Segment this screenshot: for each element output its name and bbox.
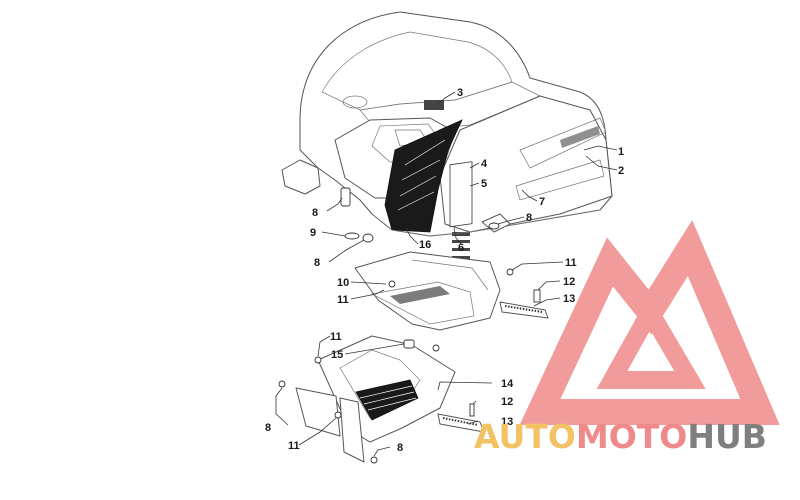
callout-8-a: 8 [312,207,318,219]
watermark-logo [519,219,780,425]
callout-6: 6 [458,242,464,254]
callout-11-c: 11 [330,331,342,343]
callout-3: 3 [457,87,463,99]
callout-8-e: 8 [397,442,403,454]
callout-9: 9 [310,227,316,239]
callout-16: 16 [419,239,431,251]
callout-11-b: 11 [337,294,349,306]
watermark-auto: AUTO [474,417,576,456]
callout-8-b: 8 [526,212,532,224]
leader-lines [275,91,618,457]
callout-13-a: 13 [563,293,575,305]
callout-11-d: 11 [288,440,300,452]
svg-text:AUTOMOTOHUB: AUTOMOTOHUB [474,417,767,456]
rear-fender-body [281,11,613,259]
footrest-bar-upper [499,301,549,319]
callout-1: 1 [618,146,624,158]
decal-panel [449,161,473,259]
watermark-moto: MOTO [576,417,687,456]
callout-labels: 1 2 3 4 5 6 7 8 8 8 8 8 9 10 11 11 11 11… [265,87,624,454]
callout-8-c: 8 [314,257,320,269]
callout-10: 10 [337,277,349,289]
callout-13-b: 13 [501,416,513,428]
footrest-bar-lower [437,413,485,433]
lower-front-fender [295,335,456,463]
callout-4: 4 [481,158,488,170]
callout-15: 15 [331,349,343,361]
footwell-panel [354,251,501,331]
callout-8-d: 8 [265,422,271,434]
callout-2: 2 [618,165,624,177]
watermark-wordmark: AUTOMOTOHUB [474,417,767,456]
callout-12-a: 12 [563,276,575,288]
callout-5: 5 [481,178,487,190]
callout-7: 7 [539,196,545,208]
callout-14: 14 [501,378,514,390]
top-decal [424,100,444,110]
fasteners [278,187,541,464]
watermark-hub: HUB [687,417,767,456]
callout-11-a: 11 [565,257,577,269]
callout-12-b: 12 [501,396,513,408]
